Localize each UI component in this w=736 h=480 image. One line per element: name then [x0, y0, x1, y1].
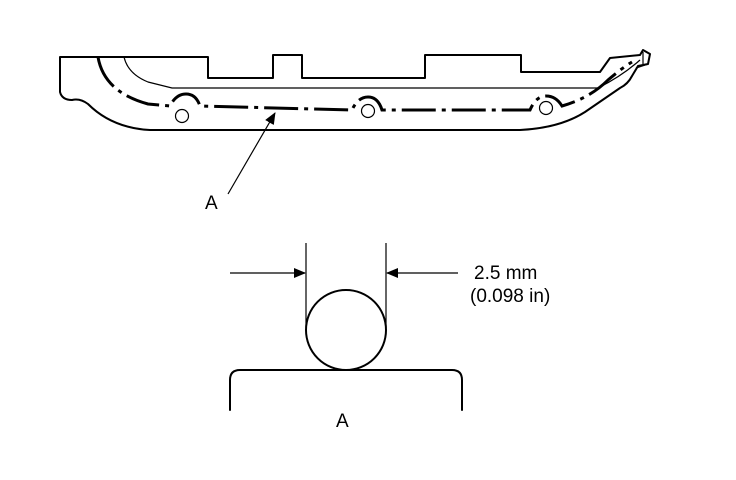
sealant-bead-cross-section — [305, 289, 387, 371]
dimension-text-imperial: (0.098 in) — [470, 286, 551, 307]
oil-pan-end-detail — [635, 52, 649, 69]
bolt-hole-right — [538, 100, 554, 116]
bolt-hole-center — [360, 103, 376, 119]
sealant-bead-path — [96, 56, 633, 112]
mating-surface-section — [229, 369, 463, 411]
callout-leader-arrow — [227, 112, 276, 195]
oil-pan-part — [59, 49, 651, 131]
callout-label-a: A — [205, 193, 218, 214]
oil-pan-inner-rim — [123, 56, 641, 89]
bead-section-view — [229, 243, 463, 411]
section-label-a: A — [336, 411, 349, 432]
bolt-hole-left — [174, 108, 190, 124]
oil-pan-outline — [59, 49, 651, 131]
dimension-text-metric: 2.5 mm — [474, 263, 538, 284]
